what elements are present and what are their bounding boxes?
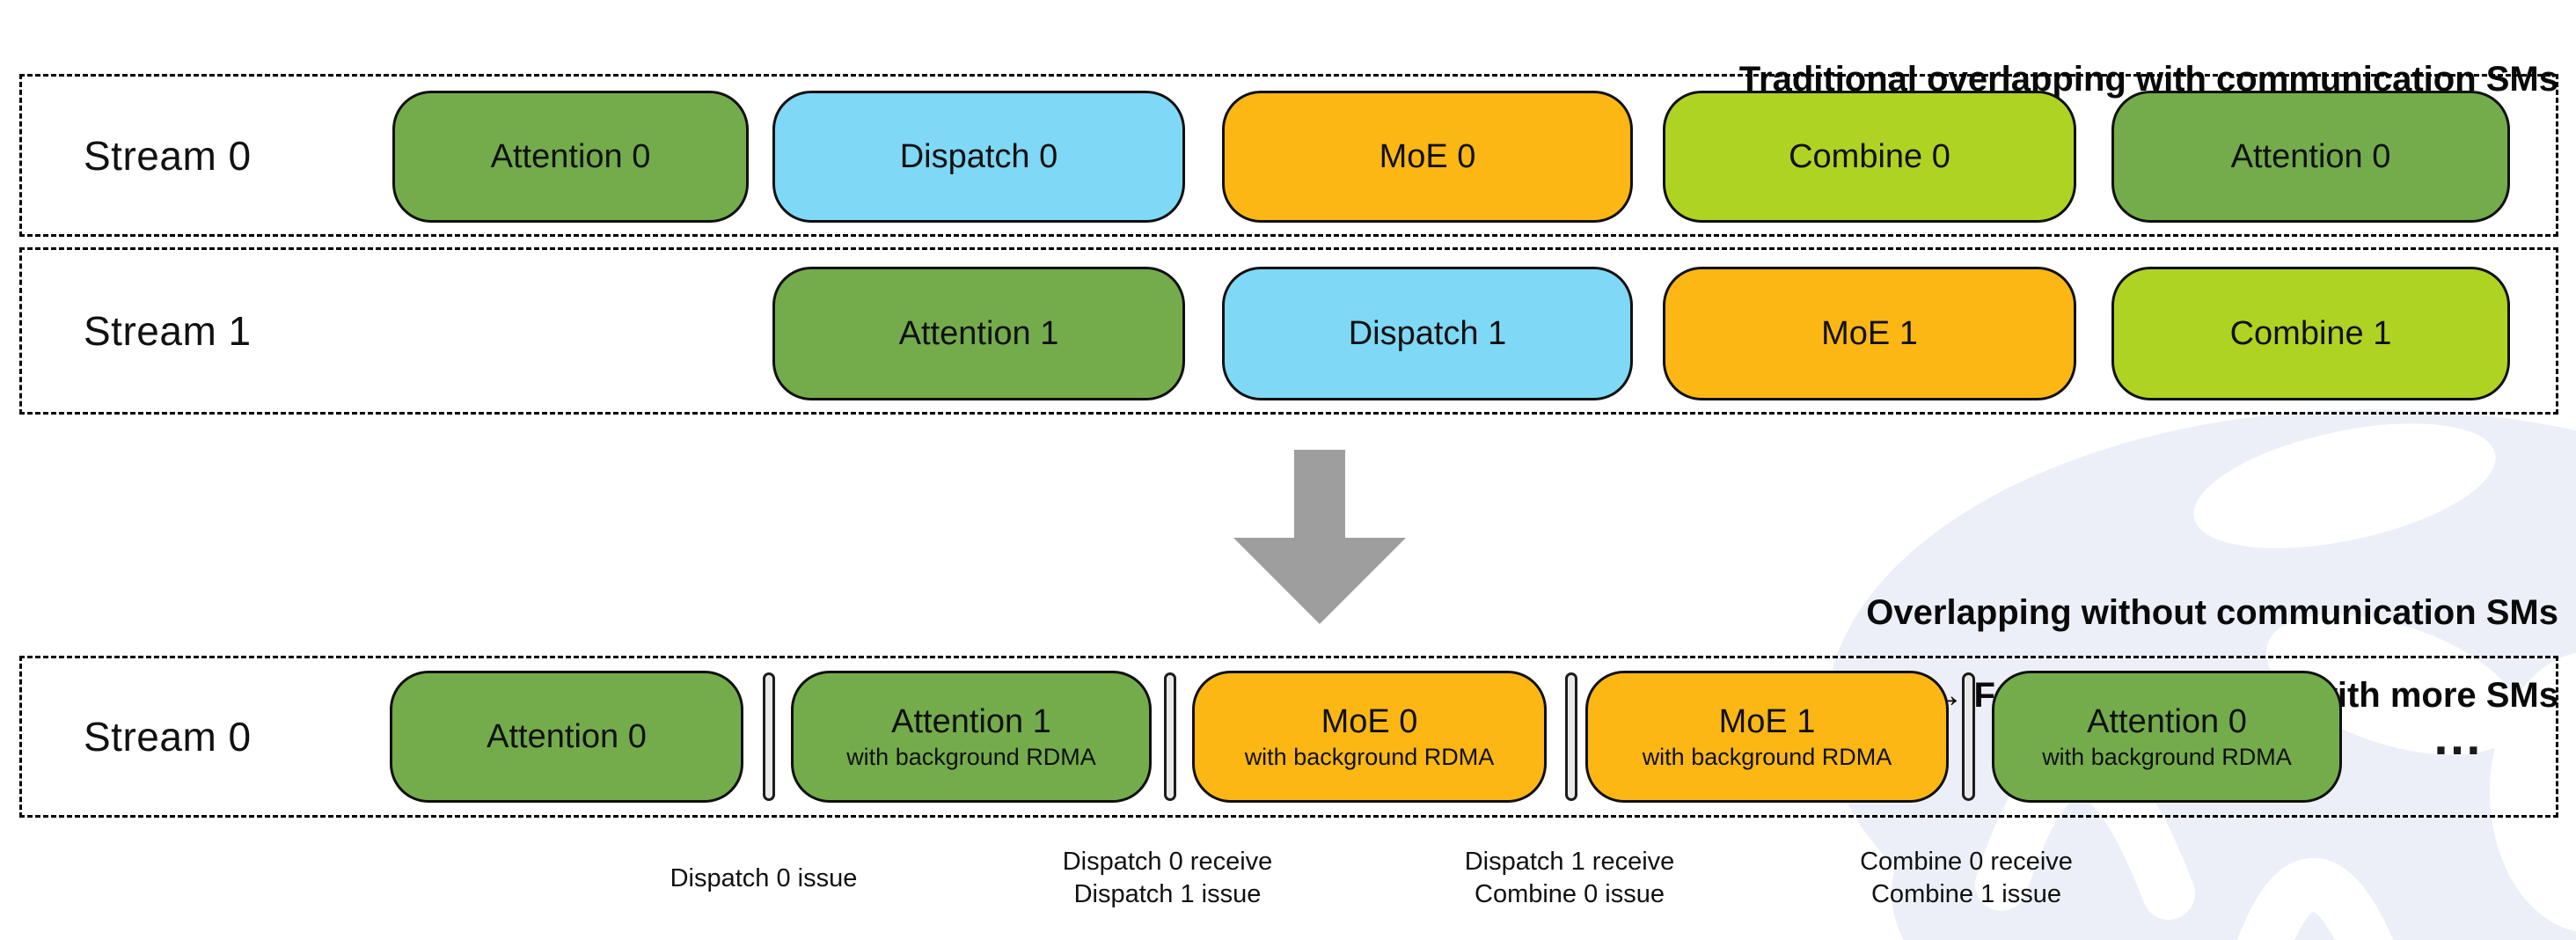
block-label: Attention 0 bbox=[2230, 138, 2391, 175]
block-label: MoE 1 bbox=[1821, 315, 1918, 352]
block-moe0: MoE 0 bbox=[1222, 91, 1633, 223]
block-sublabel: with background RDMA bbox=[846, 744, 1096, 770]
block-label: Combine 0 bbox=[1789, 138, 1950, 175]
block-attention1-bottom: Attention 1 with background RDMA bbox=[791, 671, 1152, 803]
sync-barrier bbox=[1164, 672, 1176, 801]
annotation-dispatch1-receive: Dispatch 1 receive Combine 0 issue bbox=[1465, 838, 1675, 919]
block-sublabel: with background RDMA bbox=[1642, 744, 1892, 770]
block-label: Attention 1 bbox=[898, 315, 1059, 352]
block-moe1-bottom: MoE 1 with background RDMA bbox=[1585, 671, 1949, 803]
block-label: MoE 0 bbox=[1321, 703, 1418, 740]
block-label: Combine 1 bbox=[2229, 315, 2392, 352]
block-sublabel: with background RDMA bbox=[2042, 744, 2292, 770]
block-attention1: Attention 1 bbox=[772, 267, 1185, 400]
block-sublabel: with background RDMA bbox=[1244, 744, 1495, 770]
block-attention0: Attention 0 bbox=[392, 91, 749, 223]
block-label: Dispatch 1 bbox=[1348, 315, 1507, 352]
block-label: Attention 1 bbox=[891, 703, 1051, 740]
block-dispatch1: Dispatch 1 bbox=[1222, 267, 1633, 400]
block-label: MoE 0 bbox=[1379, 138, 1476, 175]
sync-barrier bbox=[763, 672, 775, 801]
block-dispatch0: Dispatch 0 bbox=[772, 91, 1185, 223]
block-attention0-next-bottom: Attention 0 with background RDMA bbox=[1992, 671, 2342, 803]
annotation-line: Combine 1 issue bbox=[1870, 880, 2061, 908]
block-label: Dispatch 0 bbox=[899, 138, 1058, 175]
annotation-dispatch0-receive: Dispatch 0 receive Dispatch 1 issue bbox=[1063, 838, 1273, 919]
block-label: Attention 0 bbox=[490, 138, 651, 175]
block-moe0-bottom: MoE 0 with background RDMA bbox=[1192, 671, 1547, 803]
sync-barrier bbox=[1565, 672, 1577, 801]
block-label: Attention 0 bbox=[487, 718, 647, 755]
continuation-ellipsis: … bbox=[2432, 708, 2486, 766]
block-combine0: Combine 0 bbox=[1663, 91, 2076, 223]
annotation-line: Combine 0 receive bbox=[1860, 848, 2073, 876]
block-label: Attention 0 bbox=[2087, 703, 2247, 740]
annotation-dispatch0-issue: Dispatch 0 issue bbox=[670, 838, 858, 919]
annotation-line: Dispatch 0 receive bbox=[1062, 848, 1273, 876]
bottom-caption-line1: Overlapping without communication SMs bbox=[1866, 593, 2558, 632]
traditional-stream1-lane: Stream 1 Attention 1 Dispatch 1 MoE 1 Co… bbox=[19, 247, 2558, 415]
down-arrow-head bbox=[1233, 538, 1406, 624]
annotation-line: Dispatch 0 issue bbox=[670, 863, 858, 892]
stream0-bottom-label: Stream 0 bbox=[84, 714, 252, 760]
stream0-label: Stream 0 bbox=[84, 132, 252, 179]
annotation-line: Dispatch 1 issue bbox=[1073, 880, 1262, 908]
block-moe1: MoE 1 bbox=[1663, 267, 2076, 400]
block-label: MoE 1 bbox=[1718, 703, 1816, 740]
down-arrow-stem bbox=[1294, 450, 1345, 539]
sync-barrier bbox=[1962, 672, 1975, 801]
traditional-stream0-lane: Stream 0 Attention 0 Dispatch 0 MoE 0 Co… bbox=[19, 74, 2558, 237]
overlapped-stream0-lane: Stream 0 Attention 0 Attention 1 with ba… bbox=[19, 656, 2558, 818]
annotation-combine0-receive: Combine 0 receive Combine 1 issue bbox=[1860, 838, 2073, 919]
annotation-line: Dispatch 1 receive bbox=[1464, 848, 1675, 876]
annotation-line: Combine 0 issue bbox=[1475, 880, 1665, 908]
block-combine1: Combine 1 bbox=[2111, 267, 2510, 400]
stream1-label: Stream 1 bbox=[84, 308, 252, 354]
block-attention0-bottom: Attention 0 bbox=[390, 671, 743, 803]
block-attention0-next: Attention 0 bbox=[2111, 91, 2510, 223]
